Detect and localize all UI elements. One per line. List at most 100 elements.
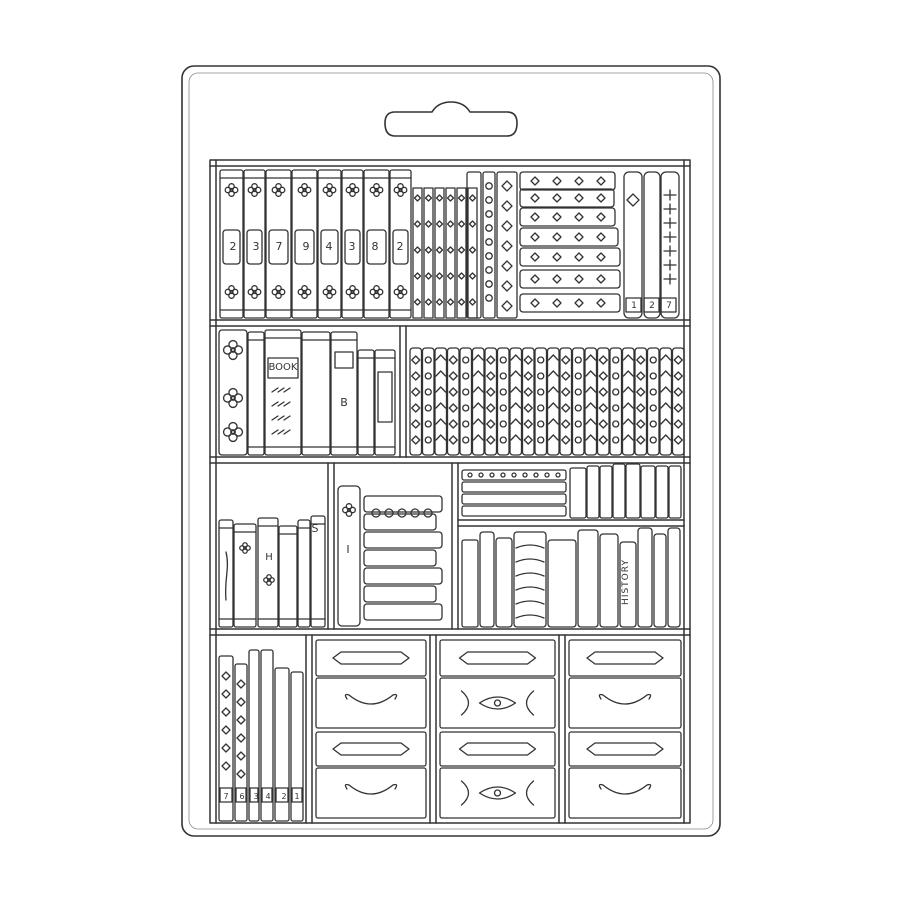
corner-number: 2 (649, 301, 655, 311)
circle-ornament (649, 388, 657, 396)
book-spine (278, 525, 298, 628)
shelf-1-books (219, 169, 680, 319)
diamond-ornament (552, 298, 562, 308)
book-spine (660, 171, 680, 319)
label-panel (246, 229, 263, 265)
chevron-pattern (547, 354, 559, 361)
book-spine (577, 529, 599, 628)
diamond-ornament (636, 403, 646, 413)
chevron-pattern (435, 434, 447, 441)
book-spine (247, 331, 265, 456)
mould-plate (181, 65, 721, 837)
book-spine (363, 169, 390, 319)
circle-ornament (499, 388, 507, 396)
circle-ornament (397, 508, 407, 518)
book-spine (248, 649, 260, 822)
diamond-ornament (448, 355, 458, 365)
circle-ornament (424, 356, 432, 364)
history-label: HISTORY (621, 559, 631, 605)
circle-ornament (424, 420, 432, 428)
diamond-ornament (552, 252, 562, 262)
diamond-ornament (626, 193, 640, 207)
wave-pattern (515, 544, 545, 549)
diamond-ornament (598, 435, 608, 445)
flower-petal (228, 387, 238, 398)
monogram: B (340, 396, 348, 409)
circle-ornament (229, 187, 234, 193)
book-spine (421, 347, 435, 456)
circle-ornament (229, 289, 234, 295)
circle-ornament (544, 472, 550, 478)
chevron-pattern (547, 418, 559, 425)
diamond-ornament (598, 387, 608, 397)
chevron-pattern (547, 434, 559, 441)
circle-ornament (485, 280, 493, 288)
circle-ornament (485, 294, 493, 302)
circle-ornament (485, 210, 493, 218)
book-spine (466, 171, 482, 319)
book-spine (459, 347, 473, 456)
diamond-ornament (435, 220, 444, 228)
book-spine (290, 671, 304, 822)
diamond-ornament (435, 272, 444, 280)
drawer-front (568, 731, 682, 767)
circle-ornament (467, 472, 473, 478)
circle-ornament (612, 356, 620, 364)
chevron-pattern (547, 386, 559, 393)
book-spine (434, 347, 448, 456)
diamond-ornament (446, 272, 455, 280)
book-spine (653, 533, 667, 628)
circle-ornament (489, 472, 495, 478)
diamond-ornament (448, 435, 458, 445)
stacked-book (519, 269, 621, 289)
diamond-ornament (221, 743, 231, 753)
book-spine (646, 347, 660, 456)
book-spine (357, 349, 375, 456)
circle-ornament (499, 436, 507, 444)
diamond-ornament (448, 403, 458, 413)
circle-ornament (230, 395, 236, 401)
circle-ornament (511, 472, 517, 478)
diamond-ornament (561, 355, 571, 365)
spine-number: 2 (397, 240, 404, 253)
circle-ornament (424, 372, 432, 380)
diamond-ornament (486, 435, 496, 445)
book-spine (265, 169, 292, 319)
circle-ornament (574, 356, 582, 364)
diamond-ornament (636, 355, 646, 365)
circle-ornament (493, 699, 502, 707)
book-spine (389, 169, 412, 319)
book-spine (234, 663, 248, 822)
drawer-front (315, 731, 427, 767)
label-panel (392, 229, 409, 265)
diamond-ornament (574, 252, 584, 262)
chevron-pattern (510, 434, 522, 441)
book-spine (599, 533, 619, 628)
stacked-book (363, 531, 443, 549)
number-box (249, 787, 259, 803)
diamond-ornament (561, 387, 571, 397)
flower-petal (228, 350, 238, 361)
book-spine (655, 465, 669, 519)
circle-ornament (649, 356, 657, 364)
circle-ornament (327, 289, 332, 295)
spine-number: 7 (276, 240, 283, 253)
book-spine (496, 171, 518, 319)
number-box (261, 787, 273, 803)
drawer-plate (332, 742, 410, 756)
spine-number: 3 (253, 240, 260, 253)
drawer-front (439, 767, 556, 819)
spine-number: 3 (349, 240, 356, 253)
corner-number: 1 (631, 301, 637, 311)
wave-pattern (515, 600, 545, 605)
book-spine (586, 465, 600, 519)
flower-petal (228, 421, 238, 432)
diamond-ornament (561, 403, 571, 413)
chevron-pattern (472, 386, 484, 393)
diamond-ornament (530, 298, 540, 308)
circle-ornament (346, 507, 352, 513)
diamond-ornament (468, 220, 477, 228)
diamond-ornament (523, 419, 533, 429)
stacked-book (519, 247, 621, 267)
diamond-ornament (596, 193, 606, 203)
